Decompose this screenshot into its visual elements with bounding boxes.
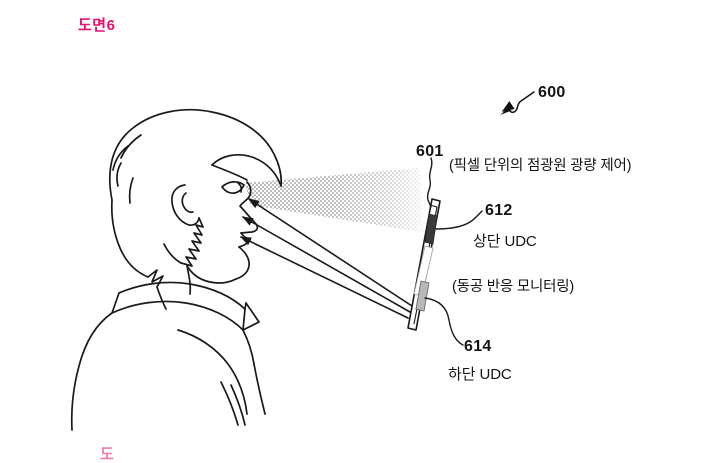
- callout-601: 601: [416, 143, 444, 160]
- callout-614-name: 하단 UDC: [448, 366, 512, 383]
- callout-601-description: (픽셀 단위의 점광원 광량 제어): [449, 158, 632, 174]
- callout-600: 600: [538, 84, 566, 101]
- callout-612: 612: [485, 202, 513, 219]
- squiggle-pointer-tip: [500, 105, 513, 115]
- light-cone-icon: [245, 168, 423, 232]
- callout-612-name: 상단 UDC: [473, 233, 537, 250]
- curved-leader-line-612-icon: [435, 210, 483, 230]
- reflected-ray-arrows-icon: [239, 198, 413, 319]
- eye-icon: [221, 181, 245, 194]
- callout-614: 614: [464, 338, 492, 355]
- upper-udc-segment: [424, 213, 438, 245]
- wavy-leader-line-icon: [426, 157, 433, 208]
- head-profile-icon: [70, 108, 283, 431]
- next-figure-title-partial: 도: [100, 446, 114, 463]
- lower-udc-segment: [415, 280, 430, 312]
- curved-leader-line-614-icon: [424, 297, 464, 346]
- callout-pupil-monitoring: (동공 반응 모니터링): [452, 279, 575, 295]
- figure-title: 도면6: [78, 17, 116, 34]
- smartphone-edge-icon: [407, 198, 441, 331]
